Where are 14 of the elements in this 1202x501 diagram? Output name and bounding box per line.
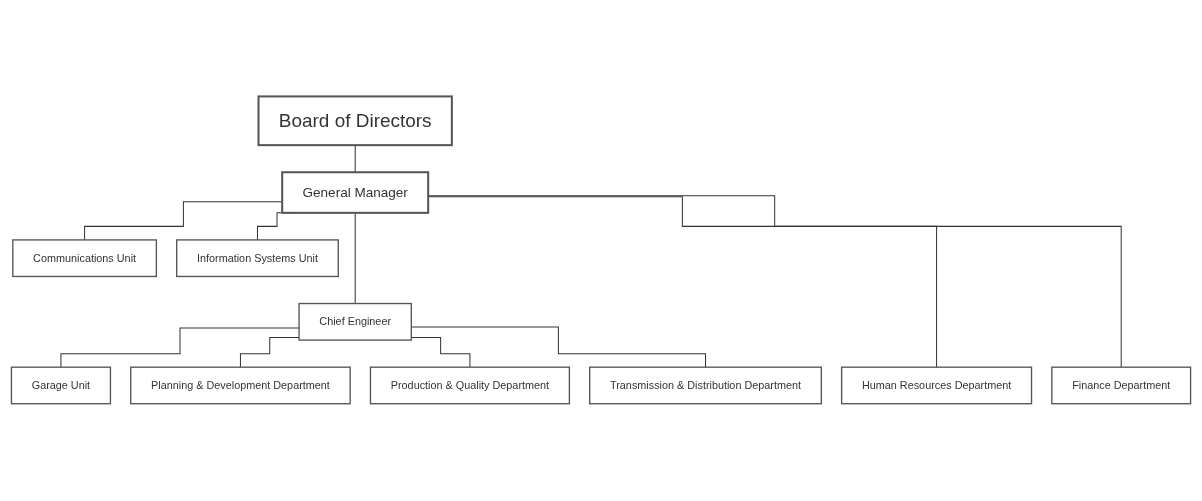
node-box: Board of Directors (257, 95, 453, 147)
connector (239, 337, 300, 369)
node-box: Information Systems Unit (176, 239, 339, 278)
node-box: Chief Engineer (298, 303, 412, 342)
node-box: General Manager (281, 171, 430, 215)
node-box: Transmission & Distribution Department (589, 366, 822, 405)
node-box: Garage Unit (10, 366, 112, 405)
node-box: Finance Department (1051, 366, 1192, 405)
node-box: Planning & Development Department (130, 366, 351, 405)
node-box: Human Resources Department (840, 366, 1033, 405)
node-box: Production & Quality Department (369, 366, 571, 405)
connector (84, 201, 283, 241)
connector (60, 327, 300, 369)
node-box: Communications Unit (12, 239, 158, 278)
